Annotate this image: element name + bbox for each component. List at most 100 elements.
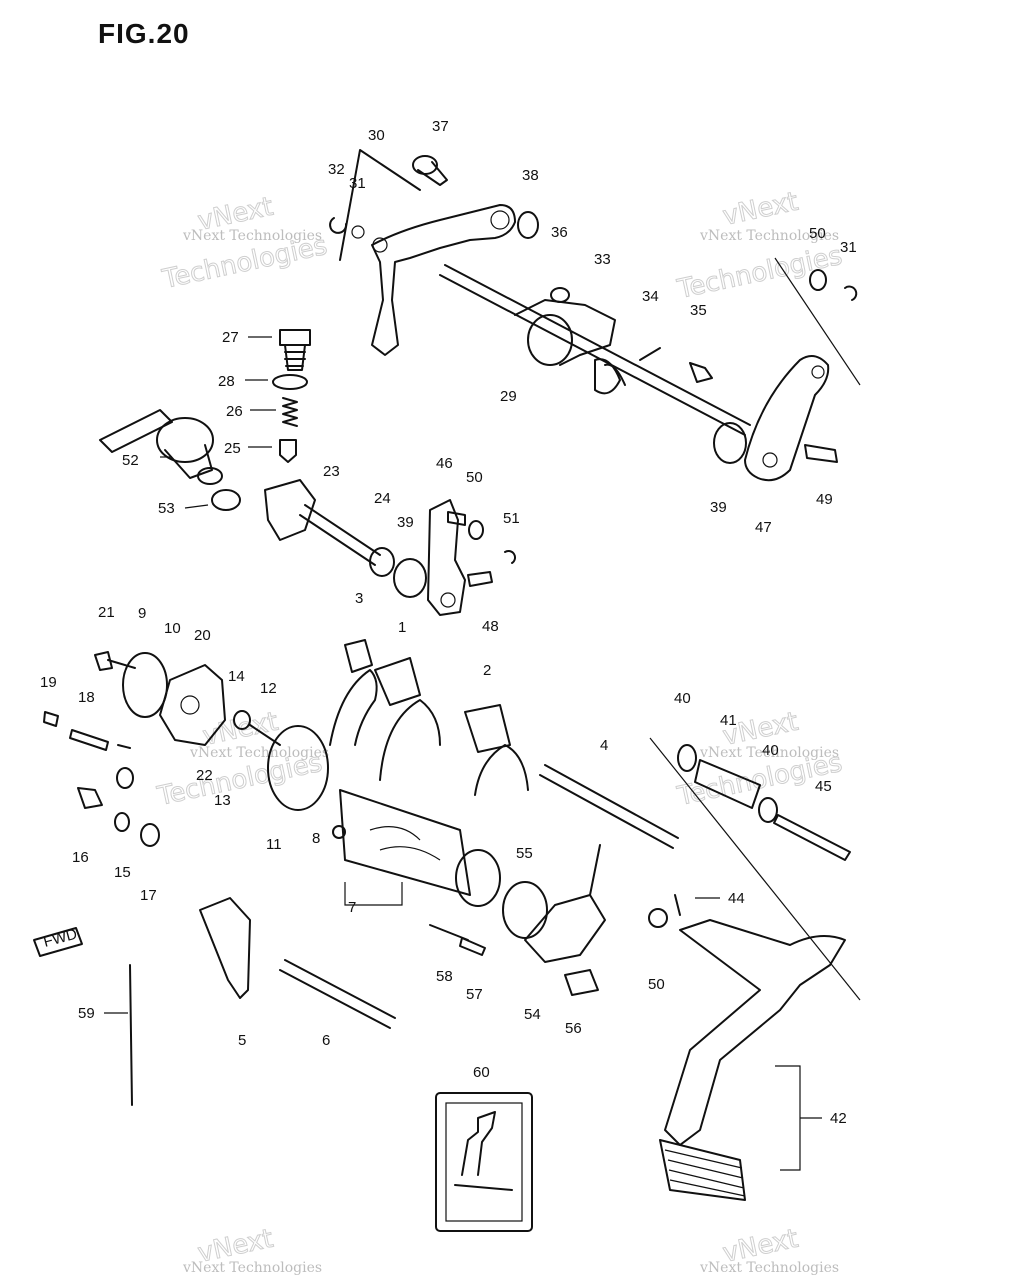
shift-lever-plate xyxy=(514,299,616,366)
callout-41: 41 xyxy=(720,712,737,729)
callout-45: 45 xyxy=(815,778,832,795)
shift-fork-drum-assembly xyxy=(199,639,679,1029)
roller xyxy=(116,767,134,789)
fork-1-boss xyxy=(374,657,421,706)
callout-14: 14 xyxy=(228,668,245,685)
pin-end xyxy=(117,744,131,749)
shift-drum-7 xyxy=(339,789,471,896)
fwd-arrow xyxy=(33,927,83,957)
washer-28 xyxy=(272,374,308,390)
shift-cam-plate xyxy=(371,204,516,356)
callout-50: 50 xyxy=(648,976,665,993)
bracket-7 xyxy=(344,882,403,906)
callout-5: 5 xyxy=(238,1032,246,1049)
nut-36 xyxy=(550,287,570,303)
callout-59: 59 xyxy=(78,1005,95,1022)
return-spring-34 xyxy=(594,358,626,395)
fork-shaft-4 xyxy=(539,764,679,849)
spring-arm xyxy=(639,347,661,361)
cap-bolt-27 xyxy=(279,329,311,346)
callout-25: 25 xyxy=(224,440,241,457)
guide-line xyxy=(649,737,861,1001)
watermark-text: vNext Technologies xyxy=(189,745,329,761)
bracket-42 xyxy=(775,1065,822,1171)
callout-48: 48 xyxy=(482,618,499,635)
decal-inner xyxy=(445,1102,523,1222)
callout-21: 21 xyxy=(98,604,115,621)
callout-17: 17 xyxy=(140,887,157,904)
cam-stopper-20 xyxy=(159,664,226,746)
watermark-text: vNext Technologies xyxy=(699,1260,839,1276)
cam-gear-assembly xyxy=(264,479,517,616)
callout-40: 40 xyxy=(674,690,691,707)
clip-51 xyxy=(844,285,858,301)
fork-2-boss xyxy=(464,704,511,753)
switch-tip xyxy=(197,467,223,485)
callout-31: 31 xyxy=(840,239,857,256)
fork-3-arm xyxy=(329,669,378,746)
callout-51: 51 xyxy=(503,510,520,527)
cover-assembly xyxy=(429,844,606,996)
stopper-16 xyxy=(77,787,103,809)
washer-38 xyxy=(517,211,539,239)
callout-6: 6 xyxy=(322,1032,330,1049)
bolt-35 xyxy=(689,362,713,383)
bearing-39 xyxy=(393,558,427,598)
bolt-48 xyxy=(467,571,493,587)
bolt-56 xyxy=(564,969,599,996)
cover-54 xyxy=(524,894,606,963)
bolt-45 xyxy=(773,814,851,861)
callout-50: 50 xyxy=(466,469,483,486)
guide-line xyxy=(774,257,861,386)
callout-10: 10 xyxy=(164,620,181,637)
arm-hole xyxy=(762,452,778,468)
callout-46: 46 xyxy=(436,455,453,472)
switch-lead xyxy=(99,409,173,453)
switch-body-52 xyxy=(156,417,214,463)
clip-51 xyxy=(504,549,517,564)
callout-36: 36 xyxy=(551,224,568,241)
callout-26: 26 xyxy=(226,403,243,420)
washer-50 xyxy=(648,908,668,928)
pin-14 xyxy=(233,710,251,730)
callout-24: 24 xyxy=(374,490,391,507)
callout-39: 39 xyxy=(397,514,414,531)
plate-9 xyxy=(122,652,168,718)
callout-13: 13 xyxy=(214,792,231,809)
plate-hole xyxy=(490,210,510,230)
leader-53 xyxy=(184,504,209,509)
callout-52: 52 xyxy=(122,452,139,469)
callout-53: 53 xyxy=(158,500,175,517)
watermark-text: vNext Technologies xyxy=(182,1260,322,1276)
watermark-text: vNext Technologies xyxy=(699,745,839,761)
o-ring-55 xyxy=(502,881,548,939)
fork-shaft-6 xyxy=(279,959,396,1029)
callout-39: 39 xyxy=(710,499,727,516)
callout-47: 47 xyxy=(755,519,772,536)
fork-2-arm xyxy=(474,744,529,796)
bolt-21 xyxy=(94,651,136,671)
callout-1: 1 xyxy=(398,619,406,636)
callout-35: 35 xyxy=(690,302,707,319)
pedal-rubber xyxy=(659,1139,746,1201)
callout-8: 8 xyxy=(312,830,320,847)
callout-22: 22 xyxy=(196,767,213,784)
shift-arm-47 xyxy=(744,355,830,482)
callout-11: 11 xyxy=(266,836,282,853)
callout-30: 30 xyxy=(368,127,385,144)
neutral-switch-assembly xyxy=(99,409,241,511)
callout-38: 38 xyxy=(522,167,539,184)
callout-3: 3 xyxy=(355,590,363,607)
shift-arm-assembly xyxy=(329,149,539,356)
drum-groove xyxy=(369,826,441,861)
washer-15 xyxy=(114,812,130,832)
callout-9: 9 xyxy=(138,605,146,622)
watermark-logo: vNext xyxy=(720,187,801,232)
washer-50 xyxy=(809,269,827,291)
callout-27: 27 xyxy=(222,329,239,346)
rubber-ribs xyxy=(664,1149,746,1197)
pin-46 xyxy=(447,511,466,526)
gearshift-shaft xyxy=(439,264,751,436)
callout-44: 44 xyxy=(728,890,745,907)
